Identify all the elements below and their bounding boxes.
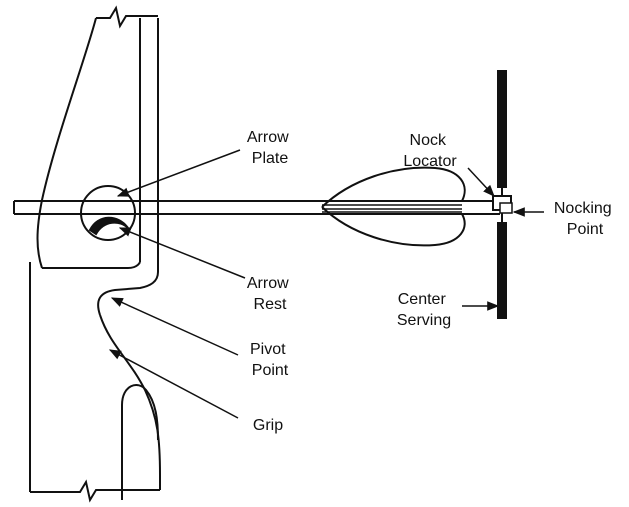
arrow-shaft: [13, 200, 500, 215]
label-nock-locator: Nock Locator: [403, 132, 457, 170]
leader-pivot-point: [110, 297, 239, 356]
leader-grip: [108, 349, 239, 419]
arrow-rest: [88, 216, 129, 236]
label-arrow-plate: Arrow Plate: [247, 129, 293, 167]
leader-arrow-rest: [118, 227, 246, 279]
label-pivot-point: Pivot Point: [250, 341, 290, 379]
label-center-serving: Center Serving: [397, 291, 451, 329]
leader-arrow-plate: [116, 149, 241, 197]
label-arrow-rest: Arrow Rest: [247, 275, 293, 313]
leader-lines: [108, 149, 544, 419]
label-grip: Grip: [253, 417, 283, 434]
bowstring: [497, 70, 507, 319]
bow-riser: [29, 5, 161, 503]
label-nocking-point: Nocking Point: [554, 200, 616, 238]
leader-nock-locator: [467, 167, 495, 197]
fletching: [321, 166, 466, 247]
arrow-nock: [499, 202, 513, 214]
